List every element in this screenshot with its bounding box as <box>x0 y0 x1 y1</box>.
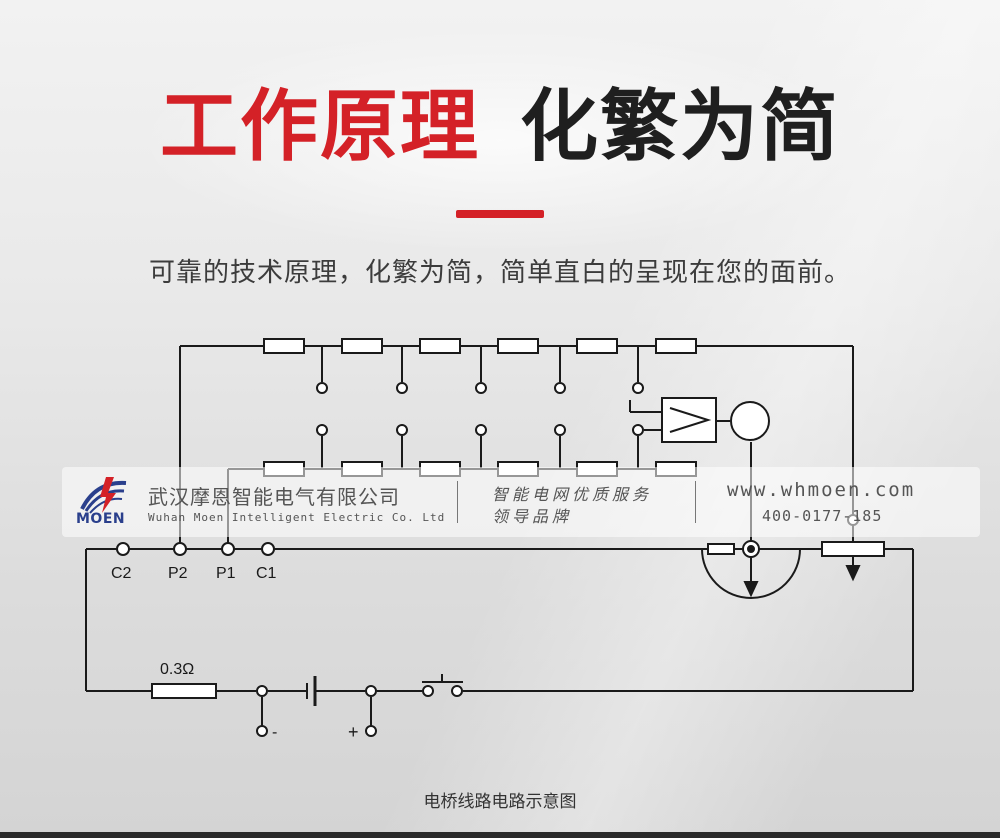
lower-contact-2 <box>396 424 408 436</box>
battery-terminal-plus <box>365 685 377 697</box>
watermark-separator-1 <box>457 481 458 523</box>
switch-contact-right <box>451 685 463 697</box>
terminal-p1 <box>221 542 235 556</box>
small-resistor <box>707 543 735 555</box>
switch-contact-left <box>422 685 434 697</box>
watermark-separator-2 <box>695 481 696 523</box>
resistor-0.3ohm <box>151 683 217 699</box>
slogan-line-2: 领导品牌 <box>492 507 573 526</box>
top-resistor-2 <box>341 338 383 354</box>
terminal-c2 <box>116 542 130 556</box>
label-c1: C1 <box>256 565 277 582</box>
company-name-cn: 武汉摩恩智能电气有限公司 <box>148 485 400 509</box>
lower-contact-5 <box>632 424 644 436</box>
label-plus: + <box>348 722 359 742</box>
label-p2: P2 <box>168 565 188 582</box>
lower-contact-1 <box>316 424 328 436</box>
company-name-en: Wuhan Moen Intelligent Electric Co. Ltd <box>148 511 446 524</box>
top-contact-3 <box>475 382 487 394</box>
top-contact-5 <box>632 382 644 394</box>
moen-logo-icon <box>80 477 127 514</box>
label-c2: C2 <box>111 565 132 582</box>
top-resistor-6 <box>655 338 697 354</box>
slide-wire-arc <box>701 548 801 599</box>
phone-number: 400-0177-185 <box>762 507 883 525</box>
battery-terminal-minus <box>256 685 268 697</box>
top-contact-1 <box>316 382 328 394</box>
diagram-caption: 电桥线路电路示意图 <box>423 792 577 812</box>
lower-contact-4 <box>554 424 566 436</box>
amplifier-symbol <box>669 407 712 433</box>
company-watermark: MOEN 武汉摩恩智能电气有限公司 Wuhan Moen Intelligent… <box>62 467 980 537</box>
page-subtitle: 可靠的技术原理，化繁为简，简单直白的呈现在您的面前。 <box>148 258 851 288</box>
terminal-p2 <box>173 542 187 556</box>
title-divider <box>456 210 544 218</box>
galvanometer <box>730 401 770 441</box>
website-url[interactable]: www.whmoen.com <box>727 479 916 501</box>
moen-logo-text: MOEN <box>76 511 126 527</box>
title-red: 工作原理 <box>159 82 480 172</box>
top-resistor-4 <box>497 338 539 354</box>
rheostat <box>821 541 885 557</box>
top-contact-2 <box>396 382 408 394</box>
slogan-line-1: 智能电网优质服务 <box>492 485 653 504</box>
slide-arrow <box>743 581 759 598</box>
label-minus: - <box>272 724 277 741</box>
top-resistor-5 <box>576 338 618 354</box>
label-p1: P1 <box>216 565 236 582</box>
label-resistor: 0.3Ω <box>160 661 194 678</box>
title-dark: 化繁为简 <box>520 82 841 172</box>
bottom-bar <box>0 832 1000 838</box>
top-resistor-1 <box>263 338 305 354</box>
rheostat-arrow <box>845 565 861 582</box>
top-contact-4 <box>554 382 566 394</box>
terminal-c1 <box>261 542 275 556</box>
lower-contact-3 <box>475 424 487 436</box>
page-title: 工作原理化繁为简 <box>0 88 1000 166</box>
top-resistor-3 <box>419 338 461 354</box>
